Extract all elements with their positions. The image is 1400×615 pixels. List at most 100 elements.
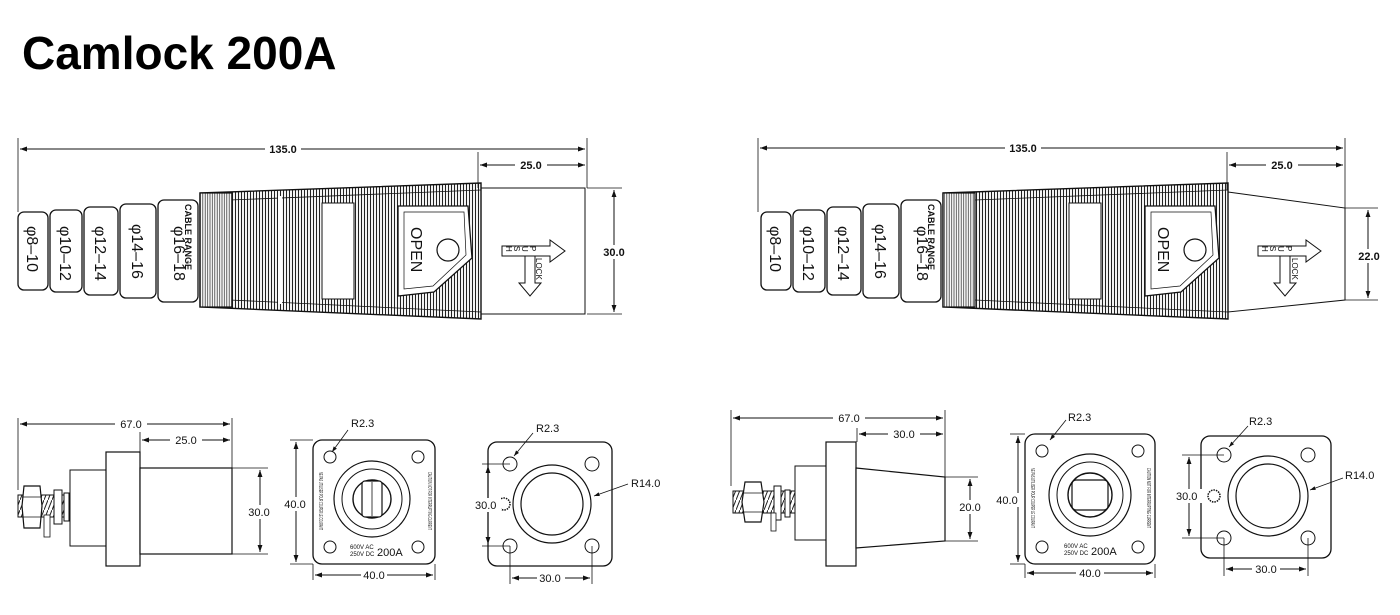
ring-label-3: φ12–14: [91, 226, 108, 281]
push-letter-s: S: [1268, 246, 1277, 251]
warning-english: CAUTION NOT FOR INTERRUPTING CURRENT: [1145, 468, 1151, 528]
receptacle-left-rear-dims: [475, 432, 629, 584]
ring-label-4: φ14–16: [128, 224, 145, 279]
ring-label-5: φ16–18: [170, 226, 187, 281]
nose-diameter-dim: 30.0: [603, 247, 624, 259]
warning-french: NE PAS UTILISER POUR COUPER LE COURANT: [317, 472, 323, 530]
ring-label-1: φ8–10: [23, 226, 40, 272]
lock-arrow: [1272, 255, 1298, 297]
open-shield: [1144, 205, 1220, 297]
overall-length-dim: 67.0: [838, 413, 859, 425]
push-letter-h: H: [1260, 246, 1269, 252]
lock-button: [1183, 238, 1207, 262]
push-letter-p: P: [528, 246, 537, 251]
mount-hole: [323, 450, 337, 464]
rear-housing: [794, 465, 827, 541]
rear-hole-spacing-h-dim: 30.0: [539, 573, 560, 585]
push-letter-s: S: [512, 246, 521, 251]
rating-ac: 600V AC: [350, 545, 374, 551]
washer: [53, 489, 63, 525]
rating-current: 200A: [377, 547, 403, 559]
rear-housing: [69, 469, 107, 547]
body-diameter-dim: 20.0: [959, 502, 980, 514]
front-width-dim: 40.0: [1079, 568, 1100, 580]
receptacle-right-front-dims: [995, 419, 1156, 579]
receptacle-left-front-view: NE PAS UTILISER POUR COUPER LE COURANT C…: [283, 418, 436, 582]
mount-hole: [1035, 540, 1049, 554]
open-label: OPEN: [1154, 227, 1171, 272]
receptacle-right-side-view: 67.0 30.0 20.0: [730, 410, 983, 567]
lock-label: LOCK: [534, 258, 543, 280]
push-letter-h: H: [504, 246, 513, 252]
lock-button: [436, 238, 460, 262]
rating-dc: 250V DC: [350, 552, 375, 558]
push-arrow: [501, 239, 566, 263]
body-length-dim: 25.0: [175, 435, 196, 447]
rating-ac: 600V AC: [1064, 544, 1088, 550]
ring-label-3: φ12–14: [834, 226, 851, 281]
body-length-dim: 30.0: [893, 429, 914, 441]
rear-bore-inner: [520, 472, 584, 536]
flange: [105, 451, 141, 567]
rear-radius-dim: R2.3: [536, 423, 559, 435]
rear-bore-radius-dim: R14.0: [1345, 470, 1374, 482]
open-label: OPEN: [407, 227, 424, 272]
flange: [825, 441, 857, 567]
plug-left-dimensions: [17, 138, 628, 315]
warning-english: CAUTION NOT FOR INTERRUPTING CURRENT: [426, 472, 432, 530]
ring-label-2: φ10–12: [799, 226, 816, 281]
receptacle-left-side-dims: [17, 418, 273, 555]
overall-length-dim: 135.0: [1009, 143, 1037, 155]
ring-label-1: φ8–10: [766, 226, 783, 272]
mount-hole: [411, 450, 425, 464]
hex-nut: [21, 485, 43, 529]
rating-dc: 250V DC: [1064, 551, 1089, 557]
mount-hole: [1131, 540, 1145, 554]
mount-hole: [1035, 444, 1049, 458]
rear-hole-spacing-v-dim: 30.0: [1176, 491, 1197, 503]
washer: [773, 485, 782, 521]
ring-label-4: φ14–16: [871, 224, 888, 279]
plug-right-dimensions: [757, 138, 1382, 301]
cable-rings: [17, 199, 199, 303]
front-height-dim: 40.0: [996, 495, 1017, 507]
receptacle-right-rear-dims: [1176, 425, 1344, 576]
mount-hole: [584, 456, 600, 472]
rating-current: 200A: [1091, 546, 1117, 558]
ring-label-5: φ16–18: [913, 226, 930, 281]
overall-length-dim: 135.0: [269, 144, 297, 156]
cable-range-label: CABLE RANGE: [926, 204, 936, 270]
receptacle-right-side-dims: [730, 410, 983, 542]
push-letter-u: U: [1276, 246, 1285, 252]
front-radius-dim: R2.3: [351, 418, 374, 430]
rear-hole-spacing-v-dim: 30.0: [475, 500, 496, 512]
rear-bore-radius-dim: R14.0: [631, 478, 660, 490]
nose-diameter-dim: 22.0: [1358, 251, 1379, 263]
rear-hole-spacing-h-dim: 30.0: [1255, 564, 1276, 576]
plug-left: OPEN P U S H LOCK φ8–10 φ10–12 φ12–14 φ1…: [17, 138, 628, 320]
nose-length-dim: 25.0: [1271, 160, 1292, 172]
receptacle-body: [139, 467, 233, 555]
label-window: [1068, 202, 1102, 300]
plug-right: OPEN P U S H LOCK φ8–10 φ10–12 φ12–14 φ1…: [757, 138, 1382, 320]
open-shield: [397, 205, 473, 297]
ring-label-2: φ10–12: [56, 226, 73, 281]
lock-arrow: [517, 255, 543, 297]
push-arrow: [1257, 239, 1322, 263]
receptacle-body: [855, 467, 946, 549]
nose-length-dim: 25.0: [520, 160, 541, 172]
receptacle-left-rear-view: 30.0 30.0 R2.3 R14.0: [475, 423, 660, 585]
body-diameter-dim: 30.0: [248, 507, 269, 519]
front-height-dim: 40.0: [284, 499, 305, 511]
front-radius-dim: R2.3: [1068, 412, 1091, 424]
mount-hole: [1131, 444, 1145, 458]
warning-french: NE PAS UTILISER POUR COUPER LE COURANT: [1029, 468, 1035, 528]
receptacle-right-front-view: NE PAS UTILISER POUR COUPER LE COURANT C…: [995, 412, 1156, 580]
cable-rings: [760, 199, 942, 303]
mount-hole: [323, 540, 337, 554]
label-window: [321, 202, 355, 300]
cable-range-label: CABLE RANGE: [183, 204, 193, 270]
mount-hole: [411, 540, 425, 554]
push-letter-u: U: [520, 246, 529, 252]
